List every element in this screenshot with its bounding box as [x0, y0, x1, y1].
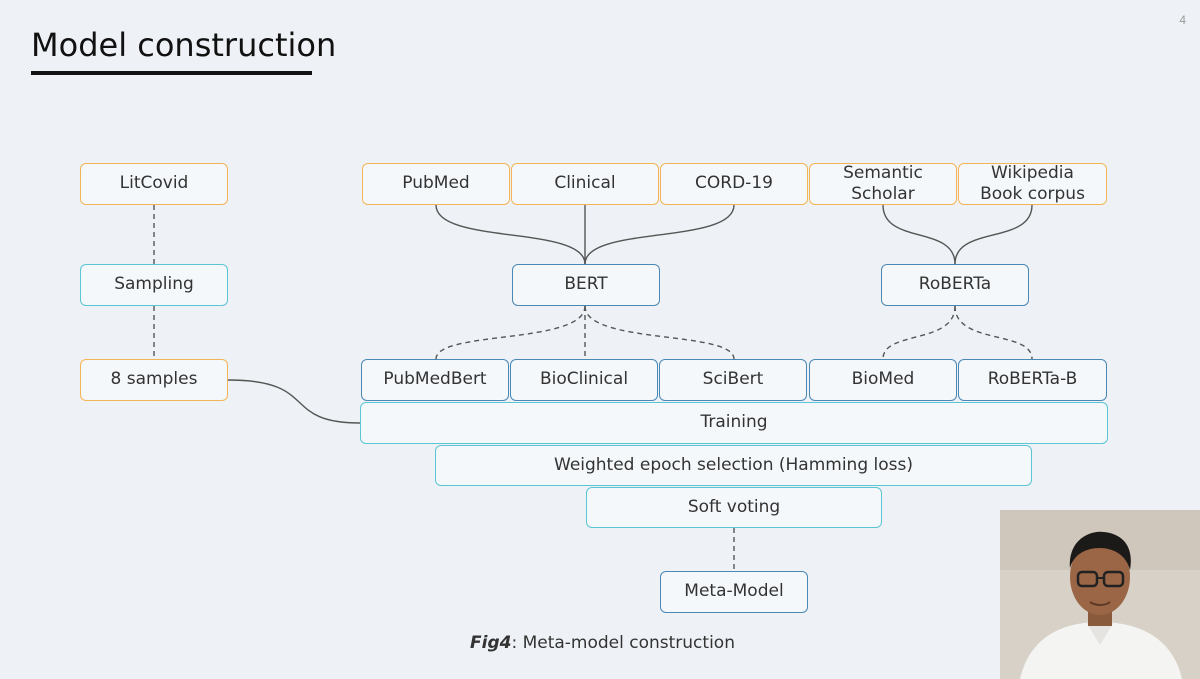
edge-wikipedia-roberta [954, 204, 1033, 265]
edge-samples-training [227, 379, 361, 424]
node-pubmed: PubMed [362, 163, 510, 205]
node-soft-voting: Soft voting [586, 487, 882, 528]
node-8-samples: 8 samples [80, 359, 228, 401]
edge-bert-pubmedbert [435, 305, 586, 360]
figure-caption: Fig4: Meta-model construction [0, 633, 1200, 653]
node-wikipedia-book-corpus: Wikipedia Book corpus [958, 163, 1107, 205]
node-roberta-b: RoBERTa-B [958, 359, 1107, 401]
node-sampling: Sampling [80, 264, 228, 306]
node-meta-model: Meta-Model [660, 571, 808, 613]
node-semantic-scholar: Semantic Scholar [809, 163, 957, 205]
presenter-figure [1000, 510, 1200, 679]
node-bioclinical: BioClinical [510, 359, 658, 401]
edge-pubmed-bert [435, 204, 586, 265]
presenter-webcam [1000, 510, 1200, 679]
title-underline [31, 71, 312, 75]
node-pubmedbert: PubMedBert [361, 359, 509, 401]
caption-label: Fig4 [470, 633, 512, 653]
node-weighted-epoch-selection: Weighted epoch selection (Hamming loss) [435, 445, 1032, 486]
node-litcovid: LitCovid [80, 163, 228, 205]
node-clinical: Clinical [511, 163, 659, 205]
node-biomed: BioMed [809, 359, 957, 401]
page-number: 4 [1179, 13, 1186, 27]
node-scibert: SciBert [659, 359, 807, 401]
node-bert: BERT [512, 264, 660, 306]
node-training: Training [360, 402, 1108, 444]
slide-title: Model construction [31, 26, 337, 64]
node-roberta: RoBERTa [881, 264, 1029, 306]
edge-roberta-biomed [882, 305, 956, 360]
edge-cord19-bert [584, 204, 735, 265]
edge-semantic-roberta [882, 204, 956, 265]
caption-text: : Meta-model construction [511, 633, 735, 653]
node-cord19: CORD-19 [660, 163, 808, 205]
edge-bert-scibert [584, 305, 735, 360]
edge-roberta-robertab [954, 305, 1033, 360]
